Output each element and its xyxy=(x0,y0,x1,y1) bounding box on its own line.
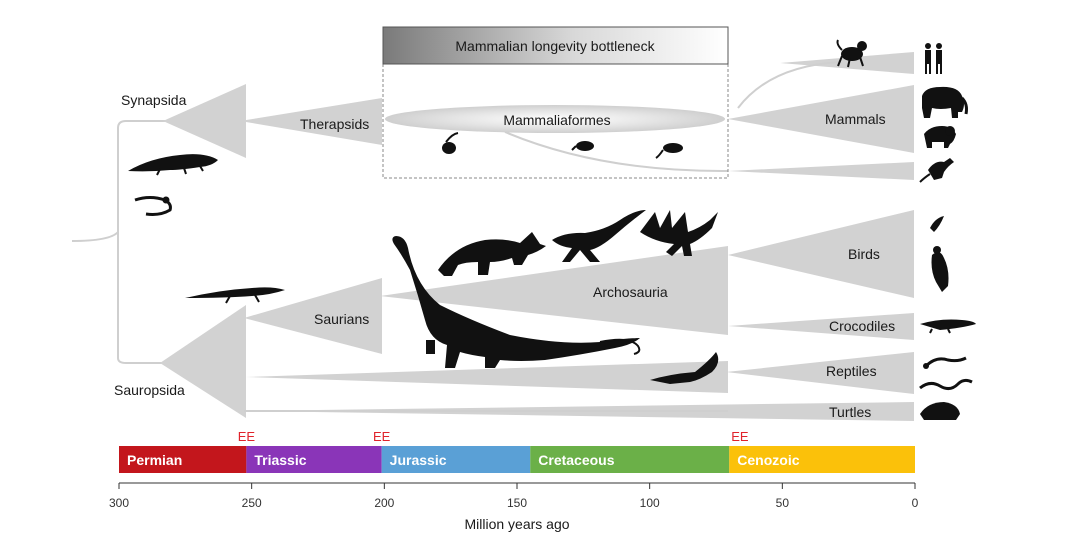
period-label-permian: Permian xyxy=(127,452,182,468)
label-mammals: Mammals xyxy=(825,111,886,127)
synapsida-wedge xyxy=(163,84,246,158)
branch-connectors xyxy=(244,61,841,412)
axis-tick-label: 300 xyxy=(109,496,129,510)
label-mammaliaformes: Mammaliaformes xyxy=(503,112,610,128)
label-synapsida: Synapsida xyxy=(121,92,187,108)
lion-silhouette xyxy=(924,126,956,148)
marsupial-wedge xyxy=(728,162,914,180)
therapsids-wedge xyxy=(240,98,382,145)
period-cretaceous xyxy=(530,446,730,473)
elephant-silhouette xyxy=(922,86,968,118)
clade-labels: Synapsida Therapsids Mammaliaformes Saur… xyxy=(114,92,895,420)
monkey-silhouette xyxy=(836,39,867,68)
label-saurians: Saurians xyxy=(314,311,369,327)
early-archosaur-silhouette xyxy=(185,287,285,304)
sauropsida-wedge xyxy=(160,305,246,418)
axis-tick-label: 150 xyxy=(507,496,527,510)
theropod-silhouette xyxy=(552,210,646,262)
label-turtles: Turtles xyxy=(829,404,871,420)
tree-root xyxy=(71,120,168,364)
period-label-cretaceous: Cretaceous xyxy=(538,452,614,468)
period-label-cenozoic: Cenozoic xyxy=(737,452,799,468)
kangaroo-silhouette xyxy=(919,158,954,183)
early-mammal-silhouette-3 xyxy=(655,143,683,159)
label-therapsids: Therapsids xyxy=(300,116,369,132)
birds-wedge xyxy=(728,210,914,298)
label-birds: Birds xyxy=(848,246,880,262)
human-silhouettes xyxy=(925,43,942,74)
axis-tick-label: 100 xyxy=(640,496,660,510)
primates-wedge xyxy=(780,52,914,74)
period-permian xyxy=(119,446,247,473)
early-mammal-silhouette-1 xyxy=(442,132,459,154)
saurians-wedge xyxy=(244,278,382,354)
sauropod-silhouette xyxy=(392,236,641,368)
extinction-event-marker: EE xyxy=(373,429,391,444)
crocodile-silhouette xyxy=(920,319,976,334)
extinction-event-marker: EE xyxy=(238,429,256,444)
label-sauropsida: Sauropsida xyxy=(114,382,185,398)
label-reptiles: Reptiles xyxy=(826,363,877,379)
silhouettes xyxy=(128,39,976,420)
reptiles-crown-wedge xyxy=(726,352,914,394)
time-axis: 300 250 200 150 100 50 0 xyxy=(109,482,919,510)
label-crocodiles: Crocodiles xyxy=(829,318,895,334)
reptiles-wedge xyxy=(246,361,728,393)
extinction-events: EE EE EE xyxy=(238,429,749,444)
mammaliaformes-ellipse xyxy=(385,105,725,133)
turtle-silhouette xyxy=(920,402,960,420)
marine-reptile-silhouette xyxy=(650,352,719,384)
vulture-silhouette xyxy=(931,246,949,292)
diagram-title: Mammalian longevity bottleneck xyxy=(455,38,655,54)
period-label-triassic: Triassic xyxy=(254,452,306,468)
axis-tick-label: 200 xyxy=(374,496,394,510)
archosauria-wedge xyxy=(380,246,728,335)
branch-wedges xyxy=(160,52,914,421)
axis-label: Million years ago xyxy=(464,516,569,532)
crocodiles-wedge xyxy=(728,313,914,340)
lizard-silhouette-synapsid xyxy=(134,196,172,216)
early-mammal-silhouette-2 xyxy=(571,141,594,151)
period-triassic xyxy=(246,446,382,473)
feathered-dinosaur-silhouette xyxy=(640,210,718,256)
period-jurassic xyxy=(381,446,531,473)
extinction-event-marker: EE xyxy=(731,429,749,444)
snake-silhouette xyxy=(919,378,973,391)
axis-tick-label: 250 xyxy=(242,496,262,510)
ceratopsian-silhouette xyxy=(438,232,546,276)
lizard-silhouette xyxy=(923,356,967,369)
period-cenozoic xyxy=(729,446,915,473)
title-banner xyxy=(382,26,729,65)
period-label-jurassic: Jurassic xyxy=(390,452,447,468)
label-archosauria: Archosauria xyxy=(593,284,668,300)
axis-tick-label: 0 xyxy=(912,496,919,510)
axis-tick-label: 50 xyxy=(776,496,790,510)
therapsid-silhouette xyxy=(128,154,218,176)
geologic-timeline: Permian Triassic Jurassic Cretaceous Cenozoi… xyxy=(119,446,915,473)
mammals-wedge xyxy=(728,85,914,153)
small-bird-silhouette xyxy=(930,216,944,232)
